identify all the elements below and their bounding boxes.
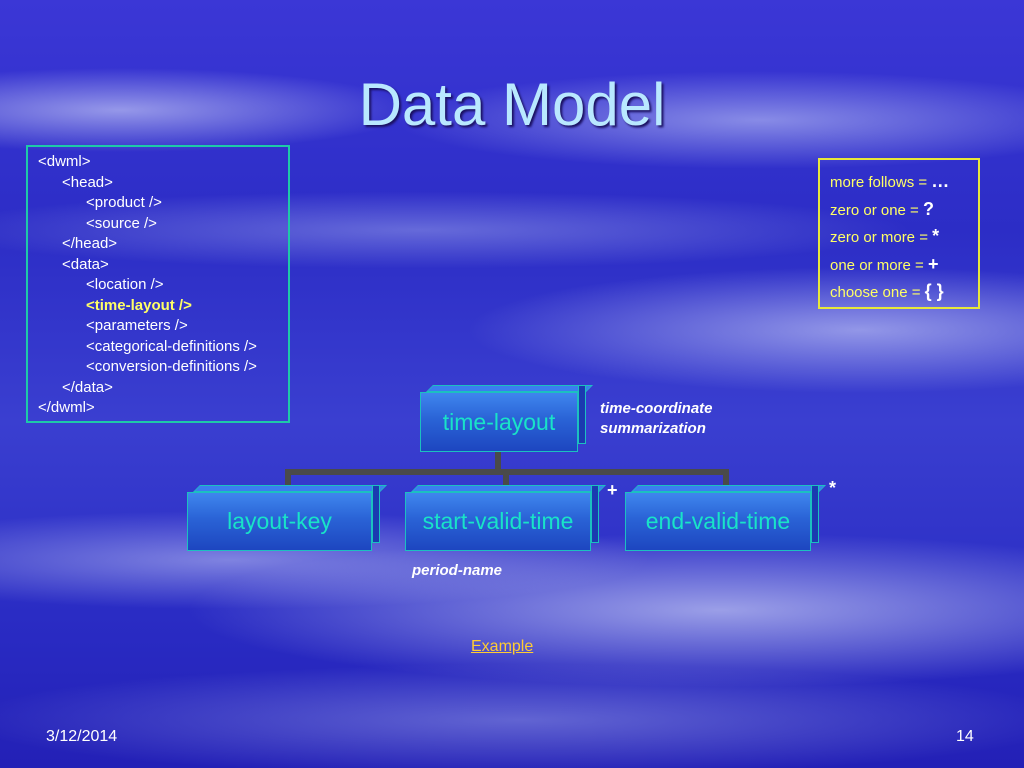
time-layout-box: time-layout — [420, 385, 593, 452]
start-valid-time-box: start-valid-time — [405, 485, 606, 551]
legend-symbol: * — [932, 226, 940, 246]
legend-label: one or more = — [830, 256, 928, 274]
box-side-face — [372, 485, 380, 543]
xml-line: </data> — [62, 378, 113, 396]
xml-line: <conversion-definitions /> — [86, 358, 257, 375]
box-label-time-layout: time-layout — [420, 392, 578, 452]
connector-drop-right — [723, 469, 729, 487]
box-top-face — [426, 385, 593, 392]
xml-line: <head> — [62, 173, 113, 191]
legend-symbol: … — [931, 171, 950, 191]
legend-row: zero or more = * — [830, 226, 939, 247]
xml-line: <location /> — [86, 276, 164, 293]
box-top-face — [631, 485, 826, 492]
one-or-more-marker: + — [607, 480, 618, 500]
legend-label: zero or more = — [830, 229, 933, 246]
footer-date: 3/12/2014 — [46, 728, 118, 745]
xml-structure-box: <dwml> <head> <product /> <source /> </head>… — [26, 145, 290, 423]
legend-row: zero or one = ? — [830, 199, 934, 220]
box-label-layout-key: layout-key — [187, 492, 372, 551]
box-top-face — [411, 485, 606, 492]
xml-line: <source /> — [86, 214, 157, 232]
legend-row: choose one = { } — [830, 281, 944, 302]
box-top-face — [193, 485, 387, 492]
period-name-note: period-name — [412, 562, 503, 579]
legend-box: more follows = … zero or one = ? zero or m… — [818, 158, 980, 309]
box-side-face — [591, 485, 599, 543]
legend-label: zero or one = — [830, 201, 923, 219]
time-layout-note: time-coordinate summarization — [600, 399, 713, 439]
legend-row: one or more = + — [830, 254, 938, 275]
box-side-face — [811, 485, 819, 543]
xml-line: <data> — [62, 255, 109, 273]
legend-row: more follows = … — [830, 171, 949, 192]
xml-line: <categorical-definitions /> — [86, 337, 257, 355]
legend-symbol: + — [927, 253, 939, 274]
connector-drop-mid — [503, 469, 509, 487]
layout-key-box: layout-key — [187, 485, 387, 551]
slide-title: Data Model — [358, 71, 666, 138]
legend-symbol: { } — [924, 281, 944, 301]
xml-line-highlighted: <time-layout /> — [86, 296, 192, 314]
page-number: 14 — [956, 728, 974, 745]
connector-trunk — [495, 451, 501, 473]
box-label-start-valid-time: start-valid-time — [405, 492, 591, 551]
xml-line: </head> — [62, 235, 118, 252]
time-layout-note-line1: time-coordinate — [600, 400, 713, 417]
example-link[interactable]: Example — [471, 638, 534, 655]
zero-or-more-marker: * — [829, 478, 837, 498]
xml-line: <parameters /> — [86, 317, 188, 334]
xml-line: <dwml> — [38, 153, 91, 170]
legend-symbol: ? — [922, 198, 934, 219]
xml-line: </dwml> — [38, 399, 95, 416]
box-label-end-valid-time: end-valid-time — [625, 492, 811, 551]
end-valid-time-box: end-valid-time — [625, 485, 826, 551]
time-layout-note-line2: summarization — [600, 420, 706, 437]
xml-line: <product /> — [86, 194, 162, 211]
connector-drop-left — [285, 469, 291, 487]
legend-label: more follows = — [830, 174, 932, 191]
box-side-face — [578, 385, 586, 444]
legend-label: choose one = — [830, 284, 925, 301]
